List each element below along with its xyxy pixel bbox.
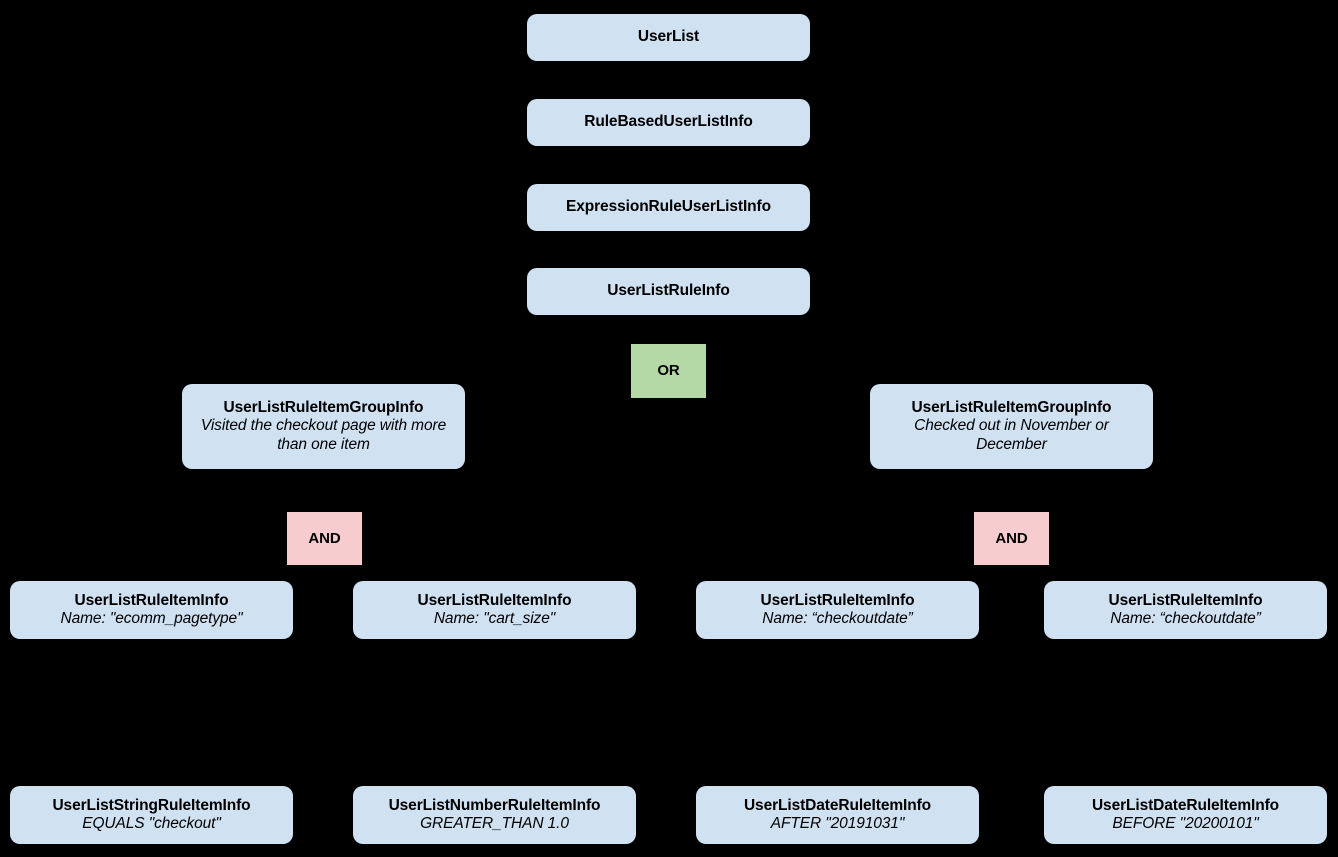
node-subtitle: Name: "ecomm_pagetype" <box>60 610 243 627</box>
node-subtitle: GREATER_THAN 1.0 <box>420 815 569 832</box>
node-leaf-date-rule-item-after[interactable]: UserListDateRuleItemInfo AFTER "20191031… <box>696 786 979 844</box>
and-label: AND <box>308 529 341 547</box>
arrowhead-expression <box>662 173 674 183</box>
node-subtitle: Visited the checkout page with more than… <box>200 417 447 453</box>
edge-and-right-to-item-3 <box>837 564 983 575</box>
node-title: UserListRuleItemInfo <box>1108 591 1263 609</box>
edge-and-left-to-item-1 <box>150 564 295 575</box>
node-title: UserListNumberRuleItemInfo <box>388 796 601 814</box>
node-title: RuleBasedUserListInfo <box>584 113 753 131</box>
edge-and-right-to-item-4 <box>1039 564 1187 575</box>
node-and-right[interactable]: AND <box>974 512 1049 565</box>
node-expression-rule-user-list-info[interactable]: ExpressionRuleUserListInfo <box>527 184 810 231</box>
node-rule-item-1[interactable]: UserListRuleItemInfo Name: "ecomm_pagety… <box>10 581 293 639</box>
node-title: UserListRuleItemGroupInfo <box>223 399 424 417</box>
node-or-operator[interactable]: OR <box>631 344 706 398</box>
node-rule-based-user-list-info[interactable]: RuleBasedUserListInfo <box>527 99 810 146</box>
node-leaf-number-rule-item[interactable]: UserListNumberRuleItemInfo GREATER_THAN … <box>353 786 636 844</box>
node-subtitle: BEFORE "20200101" <box>1112 815 1259 832</box>
node-group-right[interactable]: UserListRuleItemGroupInfo Checked out in… <box>870 384 1153 469</box>
node-subtitle: Checked out in November or December <box>914 417 1109 453</box>
node-group-left[interactable]: UserListRuleItemGroupInfo Visited the ch… <box>182 384 465 469</box>
node-subtitle: EQUALS "checkout" <box>82 815 221 832</box>
node-title: ExpressionRuleUserListInfo <box>566 198 771 216</box>
node-title: UserListRuleItemInfo <box>417 591 572 609</box>
node-title: UserListRuleInfo <box>607 282 730 300</box>
node-and-left[interactable]: AND <box>287 512 362 565</box>
node-subtitle: Name: "cart_size" <box>433 610 556 627</box>
node-title: UserListStringRuleItemInfo <box>52 796 251 814</box>
and-label: AND <box>995 529 1028 547</box>
node-user-list-rule-info[interactable]: UserListRuleInfo <box>527 268 810 315</box>
edge-and-left-to-item-2 <box>351 564 496 575</box>
node-rule-item-3[interactable]: UserListRuleItemInfo Name: “checkoutdate… <box>696 581 979 639</box>
node-title: UserList <box>637 28 700 46</box>
node-subtitle: Name: “checkoutdate” <box>762 610 913 627</box>
or-label: OR <box>657 362 680 380</box>
node-rule-item-4[interactable]: UserListRuleItemInfo Name: “checkoutdate… <box>1044 581 1327 639</box>
node-user-list[interactable]: UserList <box>527 14 810 61</box>
node-title: UserListDateRuleItemInfo <box>743 796 932 814</box>
node-subtitle: Name: “checkoutdate” <box>1110 610 1261 627</box>
node-rule-item-2[interactable]: UserListRuleItemInfo Name: "cart_size" <box>353 581 636 639</box>
node-title: UserListRuleItemInfo <box>74 591 229 609</box>
node-leaf-date-rule-item-before[interactable]: UserListDateRuleItemInfo BEFORE "2020010… <box>1044 786 1327 844</box>
node-title: UserListRuleItemGroupInfo <box>911 399 1112 417</box>
arrowhead-ruleinfo <box>662 258 674 268</box>
node-subtitle: AFTER "20191031" <box>770 815 905 832</box>
arrowhead-rulebased <box>662 88 674 98</box>
node-title: UserListDateRuleItemInfo <box>1091 796 1280 814</box>
node-title: UserListRuleItemInfo <box>760 591 915 609</box>
node-leaf-string-rule-item[interactable]: UserListStringRuleItemInfo EQUALS "check… <box>10 786 293 844</box>
